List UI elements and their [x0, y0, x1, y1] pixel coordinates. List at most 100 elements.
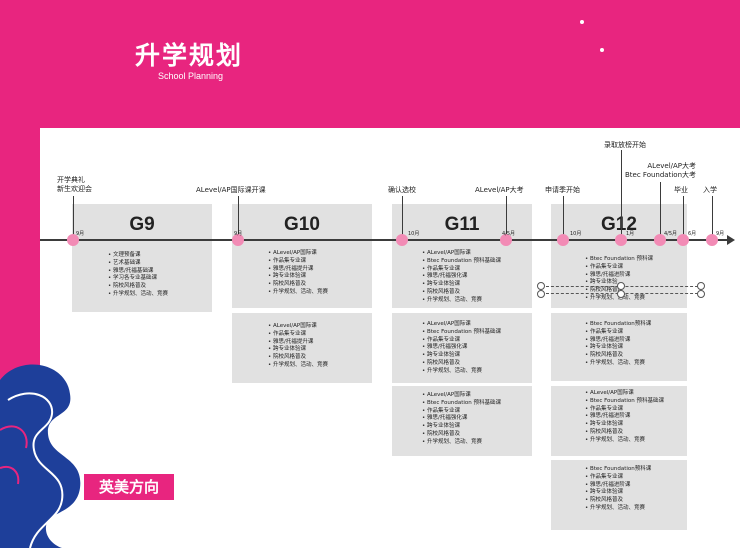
resize-handle[interactable] — [617, 290, 625, 298]
course-item: 升学规划、活动、竞赛 — [585, 295, 653, 303]
course-box: Btec Foundation预科课作品集专业课雅思/托福进阶课跨专业体验课院校… — [551, 313, 687, 381]
event-line — [621, 150, 622, 239]
course-item: 院校风格普及 — [585, 287, 653, 295]
course-item: 雅思/托福基础课 — [108, 268, 168, 276]
course-box: ALevel/AP国际课Btec Foundation 预科基础课作品集专业课雅… — [392, 313, 532, 383]
course-list-g9: 文理预备课艺术基础课雅思/托福基础课学习各专业基础课院校风格普及升学规划、活动、… — [108, 252, 168, 299]
page-subtitle: School Planning — [158, 71, 224, 81]
month-label: 9月 — [234, 231, 243, 237]
course-item: 院校风格普及 — [268, 281, 328, 289]
course-item: 升学规划、活动、竞赛 — [422, 297, 501, 305]
decorative-wave-shape — [0, 364, 81, 548]
resize-handle[interactable] — [537, 290, 545, 298]
course-item: 作品集专业课 — [585, 474, 687, 482]
course-item: 升学规划、活动、竞赛 — [585, 505, 687, 513]
course-item: 跨专业体验课 — [585, 344, 687, 352]
timeline-marker — [500, 234, 512, 246]
grade-label: G10 — [284, 214, 320, 235]
course-item: Btec Foundation预科课 — [585, 466, 687, 474]
course-item: ALevel/AP国际课 — [585, 390, 687, 398]
event-label: ALevel/AP大考 Btec Foundation大考 — [625, 162, 697, 179]
grade-label: G11 — [444, 214, 480, 235]
course-item: 作品集专业课 — [585, 329, 687, 337]
event-label: 确认选校 — [388, 186, 416, 194]
course-box: ALevel/AP国际课Btec Foundation 预科基础课作品集专业课雅… — [551, 386, 687, 456]
course-item: 跨专业体验 — [585, 279, 653, 287]
timeline-marker — [654, 234, 666, 246]
course-item: 升学规划、活动、竞赛 — [585, 437, 687, 445]
resize-handle[interactable] — [537, 282, 545, 290]
course-item: 雅思/托福强化课 — [422, 273, 501, 281]
course-item: 升学规划、活动、竞赛 — [108, 291, 168, 299]
resize-handle[interactable] — [697, 290, 705, 298]
course-item: 作品集专业课 — [585, 406, 687, 414]
course-list-g11: ALevel/AP国际课Btec Foundation 预科基础课作品集专业课雅… — [422, 250, 501, 305]
event-label: 开学典礼 新生欢迎会 — [57, 176, 92, 193]
course-item: ALevel/AP国际课 — [268, 323, 372, 331]
decorative-dot — [600, 48, 604, 52]
course-item: 院校风格普及 — [585, 497, 687, 505]
timeline-marker — [67, 234, 79, 246]
timeline-arrow-icon — [727, 235, 735, 245]
course-box: ALevel/AP国际课Btec Foundation 预科基础课作品集专业课雅… — [392, 386, 532, 456]
grade-label: G12 — [601, 214, 637, 235]
course-item: 升学规划、活动、竞赛 — [268, 362, 372, 370]
grade-box-g9: G9 文理预备课艺术基础课雅思/托福基础课学习各专业基础课院校风格普及升学规划、… — [72, 204, 212, 312]
course-box: ALevel/AP国际课作品集专业课雅思/托福提升课跨专业体验课院校风格普及升学… — [232, 313, 372, 383]
course-item: 雅思/托福强化课 — [422, 415, 532, 423]
course-list-g10: ALevel/AP国际课作品集专业课雅思/托福提升课跨专业体验课院校风格普及升学… — [268, 250, 328, 297]
course-item: 作品集专业课 — [422, 266, 501, 274]
event-label: ALevel/AP大考 — [475, 186, 524, 194]
course-item: 升学规划、活动、竞赛 — [422, 439, 532, 447]
month-label: 10月 — [570, 231, 582, 237]
month-label: 4/5月 — [664, 231, 678, 237]
event-line — [506, 196, 507, 239]
course-item: 雅思/托福进阶课 — [585, 413, 687, 421]
course-item: ALevel/AP国际课 — [268, 250, 328, 258]
course-item: 雅思/托福提升课 — [268, 266, 328, 274]
page-title: 升学规划 — [135, 41, 244, 70]
course-item: Btec Foundation预科课 — [585, 321, 687, 329]
month-label: 9月 — [76, 231, 85, 237]
month-label: 10月 — [408, 231, 420, 237]
course-item: 升学规划、活动、竞赛 — [585, 360, 687, 368]
course-item: 跨专业体验课 — [268, 273, 328, 281]
course-item: 跨专业体验课 — [422, 352, 532, 360]
event-line — [563, 196, 564, 239]
timeline-marker — [615, 234, 627, 246]
course-item: 作品集专业课 — [422, 337, 532, 345]
course-item: 跨专业体验课 — [585, 489, 687, 497]
event-line — [660, 182, 661, 239]
course-item: 升学规划、活动、竞赛 — [268, 289, 328, 297]
course-item: ALevel/AP国际课 — [422, 392, 532, 400]
month-label: 6月 — [688, 231, 697, 237]
resize-handle[interactable] — [617, 282, 625, 290]
month-label: 9月 — [716, 231, 725, 237]
course-item: ALevel/AP国际课 — [422, 250, 501, 258]
direction-tag: 英美方向 — [82, 472, 176, 502]
course-item: 院校风格普及 — [422, 289, 501, 297]
course-item: 作品集专业课 — [585, 264, 653, 272]
course-item: 艺术基础课 — [108, 260, 168, 268]
event-label: 毕业 — [674, 186, 688, 194]
timeline-marker — [396, 234, 408, 246]
course-item: 跨专业体验课 — [422, 423, 532, 431]
course-item: 雅思/托福提升课 — [268, 339, 372, 347]
course-item: Btec Foundation 预科基础课 — [422, 400, 532, 408]
timeline-marker — [557, 234, 569, 246]
course-item: 雅思/托福进阶课 — [585, 272, 653, 280]
grade-box-g11: G11 ALevel/AP国际课Btec Foundation 预科基础课作品集… — [392, 204, 532, 308]
timeline-axis — [40, 239, 730, 241]
course-item: 跨专业体验课 — [422, 281, 501, 289]
month-label: 1月 — [626, 231, 635, 237]
course-item: 学习各专业基础课 — [108, 275, 168, 283]
course-item: 作品集专业课 — [268, 258, 328, 266]
grade-label: G9 — [129, 214, 155, 235]
resize-handle[interactable] — [697, 282, 705, 290]
month-label: 4/5月 — [502, 231, 516, 237]
course-item: ALevel/AP国际课 — [422, 321, 532, 329]
course-item: 雅思/托福进阶课 — [585, 482, 687, 490]
event-label: 申请季开始 — [545, 186, 580, 194]
decorative-dot — [580, 20, 584, 24]
course-item: Btec Foundation 预科基础课 — [422, 329, 532, 337]
